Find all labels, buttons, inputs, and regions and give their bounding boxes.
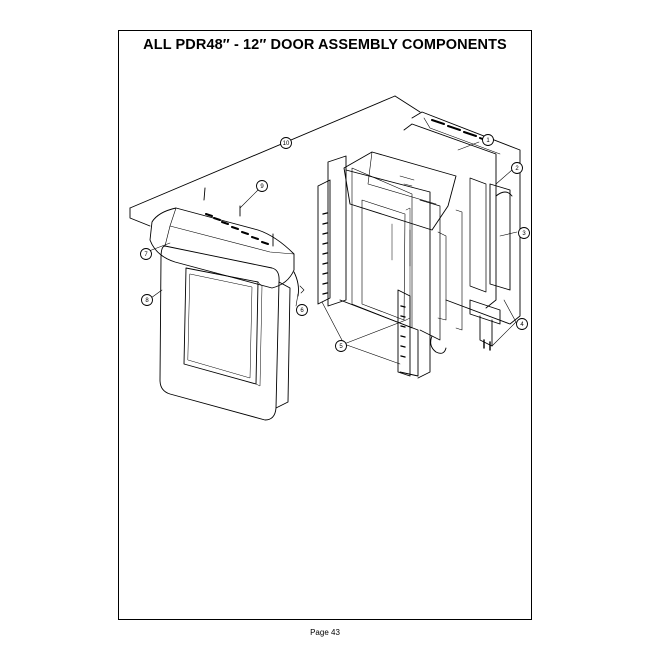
callout-8-label: 8 (145, 298, 149, 304)
callout-6-label: 6 (300, 308, 304, 314)
callout-4-label: 4 (520, 322, 524, 328)
callout-2-label: 2 (515, 166, 519, 172)
assembly-bracket-line (129, 95, 421, 227)
page-frame: ALL PDR48″ - 12″ DOOR ASSEMBLY COMPONENT… (118, 30, 532, 620)
leader-lines (148, 141, 518, 365)
callout-5-label: 5 (339, 344, 343, 350)
callout-1-label: 1 (486, 138, 490, 144)
callout-10-label: 10 (283, 141, 290, 147)
callout-3-label: 3 (522, 231, 526, 237)
page-title: ALL PDR48″ - 12″ DOOR ASSEMBLY COMPONENT… (143, 37, 507, 53)
top-cap-left (149, 187, 305, 297)
door-frame-front (317, 155, 431, 379)
inner-glass-frame (343, 151, 457, 341)
door-panel-left (159, 245, 291, 421)
callout-7-label: 7 (144, 252, 148, 258)
page-number: Page 43 (310, 628, 340, 637)
callout-labels: 1 2 3 4 5 6 7 8 9 10 (144, 138, 526, 350)
callout-circles (140, 134, 530, 352)
callout-9-label: 9 (260, 184, 264, 190)
